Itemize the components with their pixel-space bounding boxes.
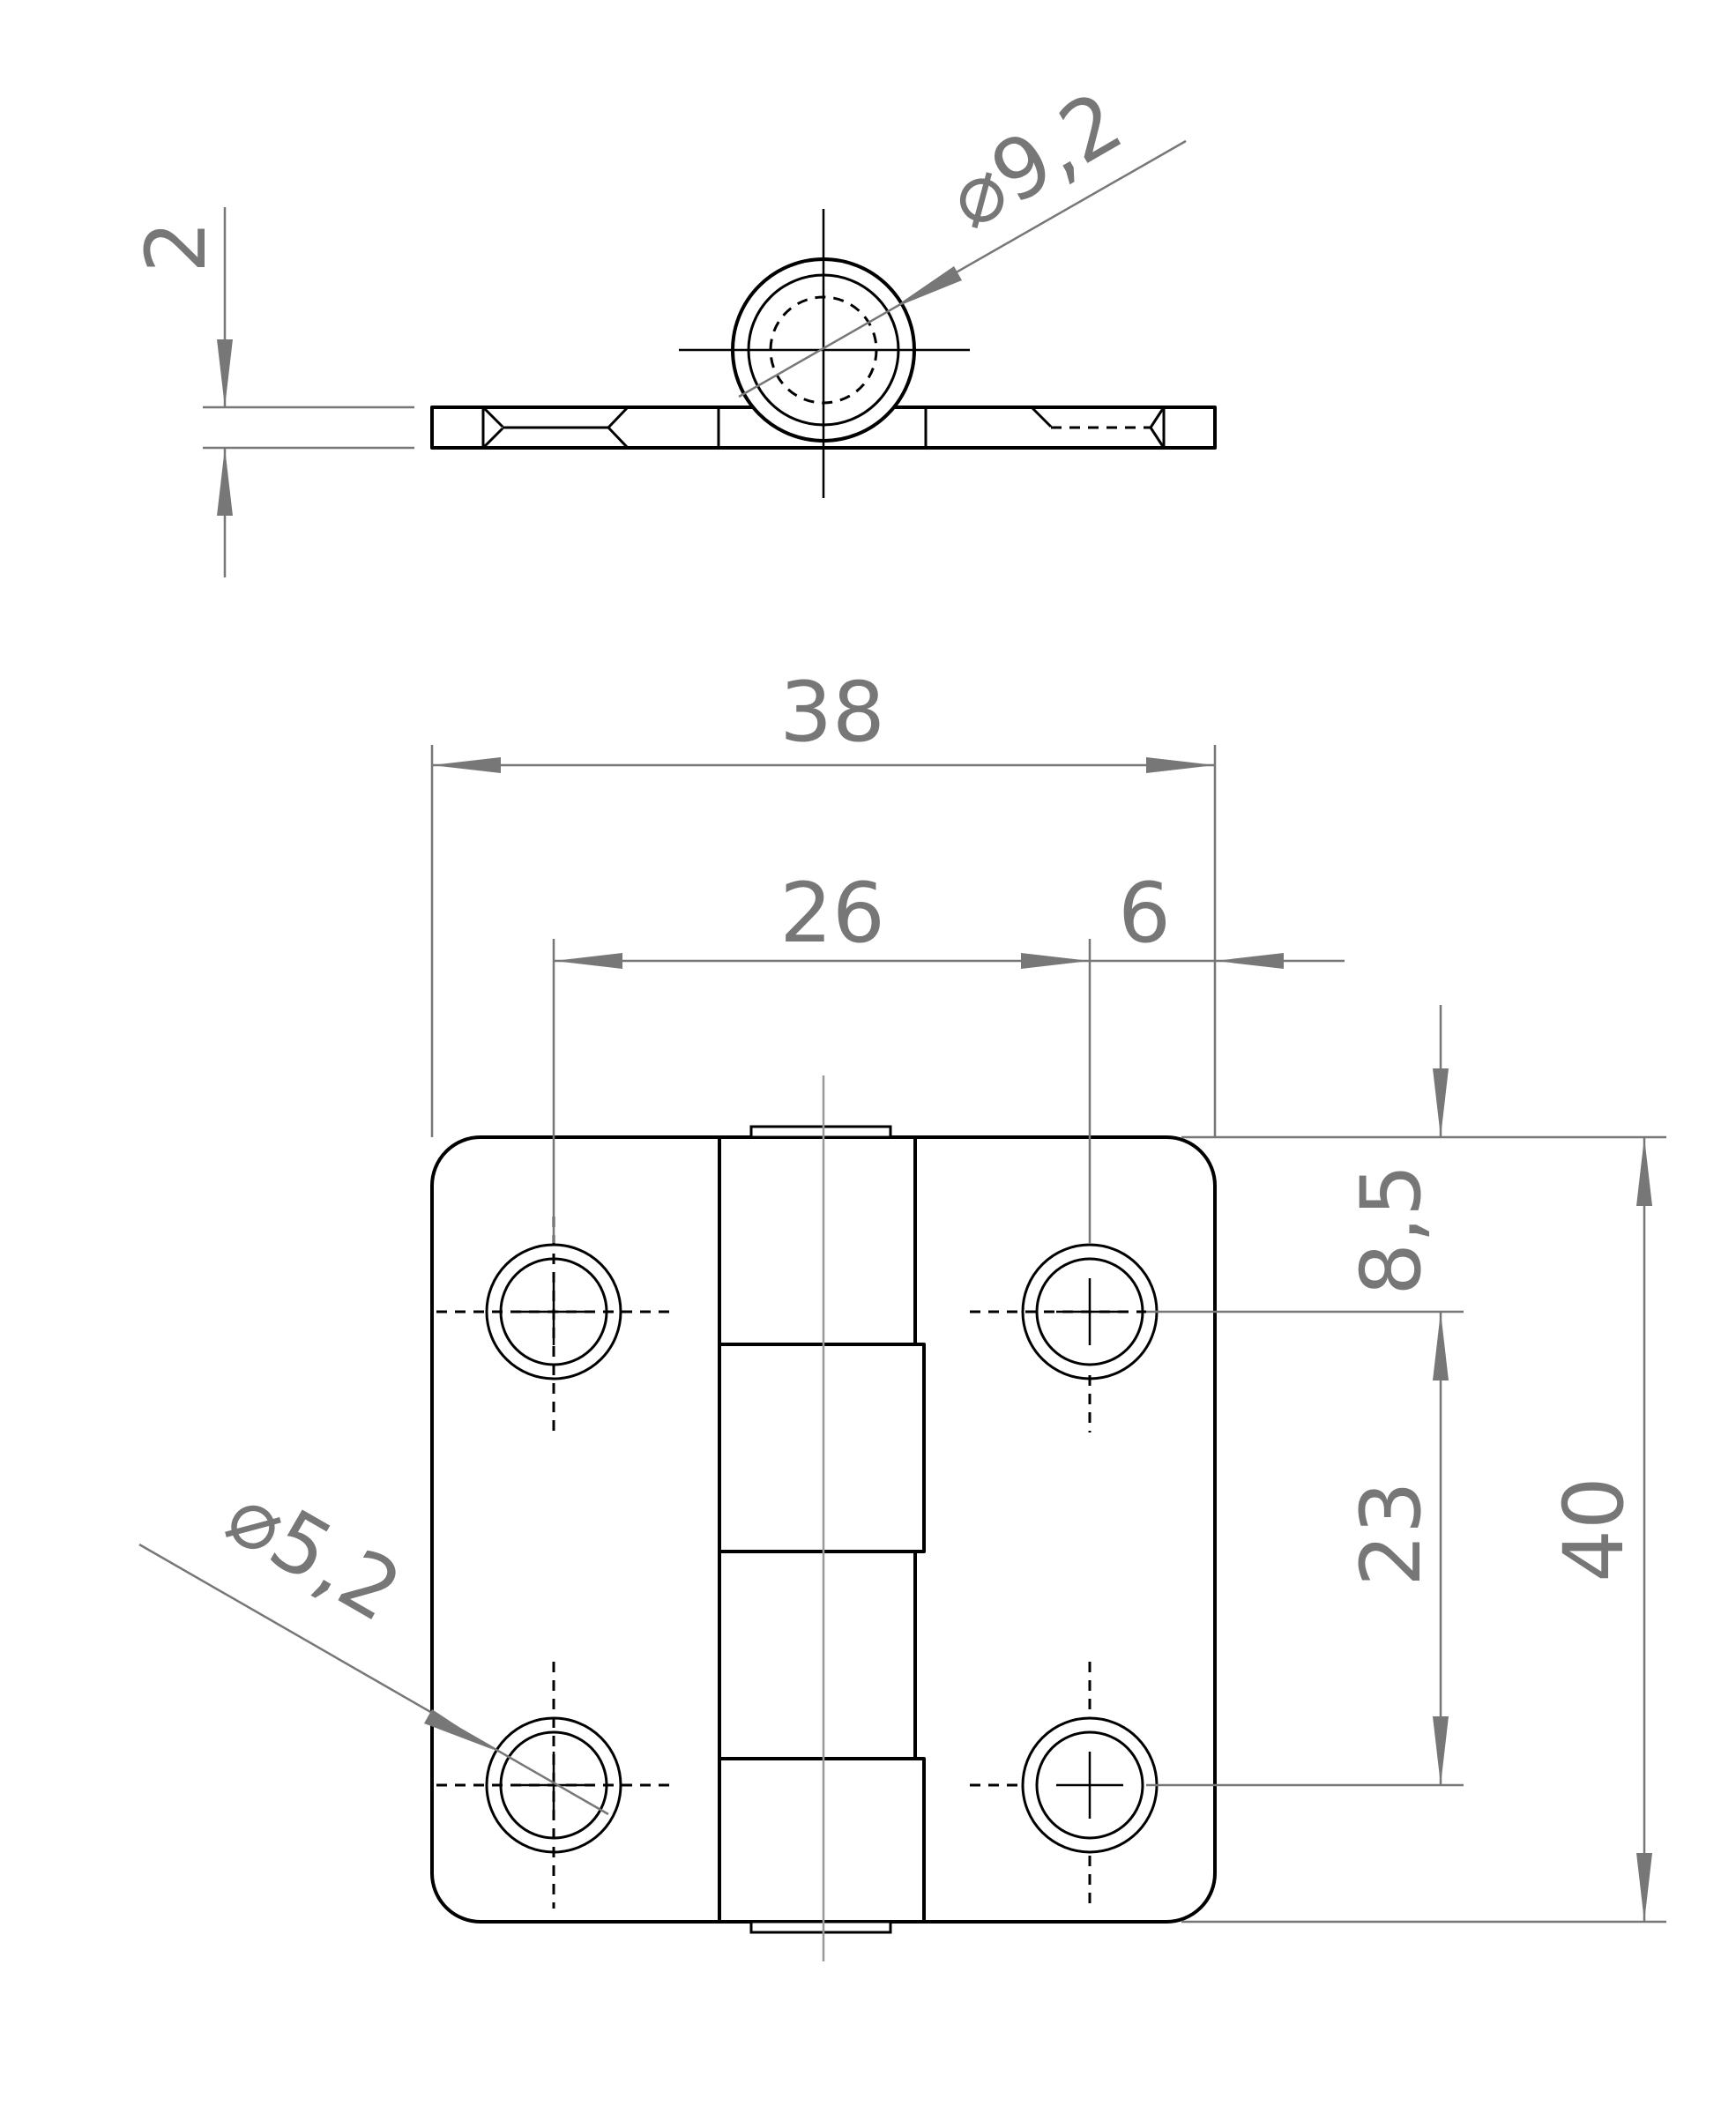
hole-diameter-label: ⌀5,2 [211, 1467, 416, 1641]
hole-spacing-dimension: 26 6 [552, 866, 1345, 1243]
edge-offset-horizontal-label: 6 [1118, 866, 1171, 962]
knuckle-diameter-label: ⌀9,2 [933, 74, 1138, 248]
right-countersink [1030, 406, 1166, 449]
thickness-label: 2 [129, 220, 225, 273]
edge-offset-vertical-label: 8,5 [1344, 1164, 1440, 1296]
height-label: 40 [1546, 1477, 1643, 1582]
width-dimension: 38 [430, 665, 1217, 1137]
mounting-hole-top-right [970, 1243, 1159, 1433]
knuckle-profile [679, 209, 970, 498]
thickness-dimension: 2 [129, 207, 414, 577]
top-view [430, 209, 1217, 498]
mounting-hole-bottom-left [436, 1662, 670, 1909]
left-countersink [481, 406, 630, 450]
width-label: 38 [779, 665, 885, 761]
hole-spacing-label: 26 [779, 866, 885, 962]
hole-spacing-vertical-label: 23 [1344, 1481, 1440, 1587]
mounting-hole-top-left [436, 1217, 670, 1433]
front-view [430, 1075, 1217, 1961]
vertical-dimensions: 8,5 23 40 [1146, 1005, 1666, 1924]
knuckle-segments [718, 1125, 926, 1934]
mounting-hole-bottom-right [970, 1662, 1159, 1909]
hole-diameter-dimension: ⌀5,2 [138, 1467, 609, 1816]
